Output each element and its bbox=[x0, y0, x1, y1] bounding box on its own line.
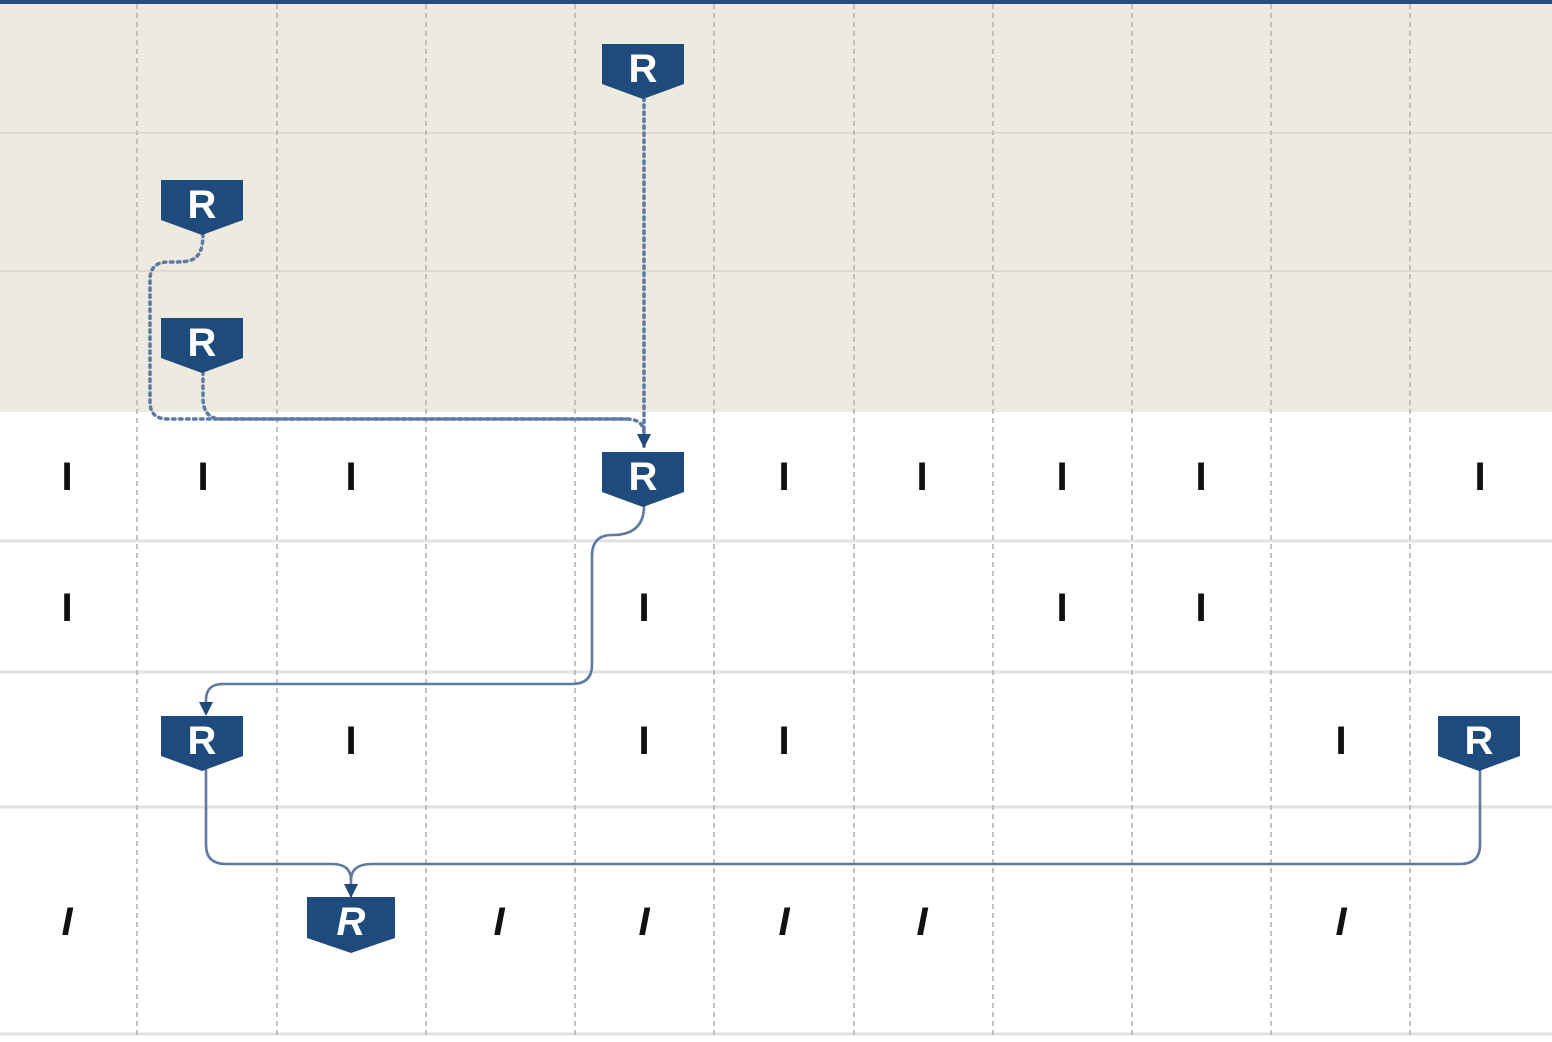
connector-layer bbox=[148, 96, 1482, 898]
status-mark: I bbox=[61, 900, 73, 944]
status-mark: I bbox=[1335, 900, 1347, 944]
status-mark: I bbox=[345, 719, 356, 763]
status-mark: I bbox=[916, 455, 927, 499]
status-mark: I bbox=[916, 900, 928, 944]
badge-label: R bbox=[629, 47, 658, 91]
connector-dotted bbox=[201, 370, 628, 421]
status-mark: I bbox=[778, 455, 789, 499]
connector-solid bbox=[349, 768, 1482, 882]
badge-label: R bbox=[1465, 719, 1494, 763]
status-mark: I bbox=[345, 455, 356, 499]
badge-shape bbox=[307, 897, 395, 953]
upper-badge[interactable]: R bbox=[161, 180, 243, 235]
connector-solid bbox=[204, 504, 646, 714]
row-badge[interactable]: R bbox=[161, 716, 243, 771]
badge-shape bbox=[1438, 716, 1520, 771]
status-mark: I bbox=[638, 719, 649, 763]
badge-label: R bbox=[188, 719, 217, 763]
badge-label: R bbox=[337, 900, 366, 944]
column-grid bbox=[136, 4, 1411, 1037]
status-mark: I bbox=[1195, 586, 1206, 630]
badge-shape bbox=[602, 452, 684, 507]
top-rule bbox=[0, 0, 1552, 4]
status-mark: I bbox=[197, 455, 208, 499]
status-mark: I bbox=[778, 900, 790, 944]
row-badge[interactable]: R bbox=[307, 897, 395, 953]
badge-shape bbox=[161, 716, 243, 771]
status-mark: I bbox=[638, 586, 649, 630]
upper-badge[interactable]: R bbox=[602, 44, 684, 99]
badge-label: R bbox=[188, 183, 217, 227]
badge-shape bbox=[602, 44, 684, 99]
row-badge[interactable]: R bbox=[1438, 716, 1520, 771]
status-mark: I bbox=[778, 719, 789, 763]
connector-arrowhead bbox=[199, 702, 213, 716]
badge-shape bbox=[161, 180, 243, 235]
connector-dotted bbox=[148, 232, 646, 450]
upper-badge[interactable]: R bbox=[161, 318, 243, 373]
header-band bbox=[0, 0, 1552, 412]
status-mark: I bbox=[1195, 455, 1206, 499]
status-mark: I bbox=[638, 900, 650, 944]
badge-label: R bbox=[629, 455, 658, 499]
marker-layer: R R R I I I I I I I I R I I I I I I I I R R I I I I I I R bbox=[61, 44, 1520, 953]
status-mark: I bbox=[61, 586, 72, 630]
status-mark: I bbox=[1474, 455, 1485, 499]
row-badge[interactable]: R bbox=[602, 452, 684, 507]
badge-shape bbox=[161, 318, 243, 373]
connector-arrowhead bbox=[637, 434, 651, 448]
connector-arrowhead bbox=[344, 884, 358, 898]
status-mark: I bbox=[1335, 719, 1346, 763]
badge-label: R bbox=[188, 321, 217, 365]
status-mark: I bbox=[61, 455, 72, 499]
status-mark: I bbox=[493, 900, 505, 944]
connector-solid bbox=[204, 768, 353, 898]
status-mark: I bbox=[1056, 586, 1067, 630]
status-mark: I bbox=[1056, 455, 1067, 499]
